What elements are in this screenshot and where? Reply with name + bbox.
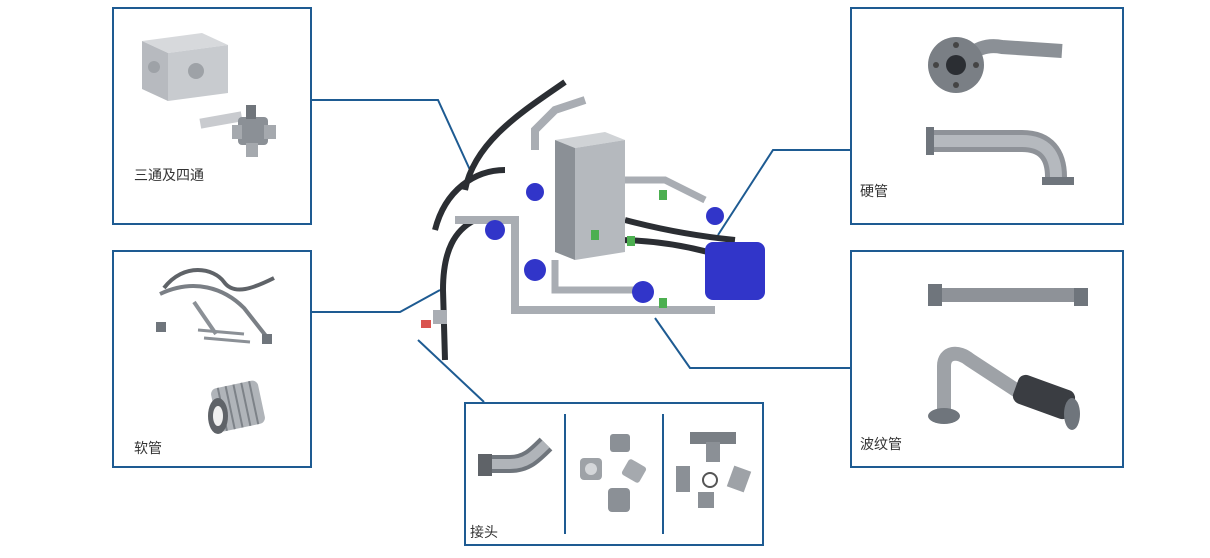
valve-block-image	[142, 33, 228, 101]
fitting-divider-1	[564, 414, 566, 534]
bellows-elbow-image	[928, 346, 1080, 430]
connector-fitting	[417, 339, 485, 403]
tube-fittings-image	[676, 432, 752, 508]
connector-bellows	[654, 317, 850, 369]
connector-tee-cross	[312, 99, 471, 171]
pipe-fittings-image	[580, 434, 647, 512]
ball-valve-image	[199, 105, 276, 157]
bellows-coupling-image	[208, 380, 265, 434]
flanged-elbow-image	[928, 37, 1063, 93]
hard-pipe-label: 硬管	[860, 184, 888, 200]
bellows-straight-image	[928, 284, 1088, 306]
connector-hard-pipe	[717, 149, 850, 236]
soft-hose-label: 软管	[134, 441, 162, 457]
tee-cross-label: 三通及四通	[134, 168, 204, 184]
bellows-label: 波纹管	[860, 437, 902, 453]
fitting-label: 接头	[470, 525, 498, 541]
panel-hard-pipe: 硬管	[850, 7, 1124, 225]
fitting-divider-2	[662, 414, 664, 534]
bent-pipe-image	[926, 127, 1074, 185]
panel-fitting: 接头	[464, 402, 764, 546]
connector-soft-hose	[312, 289, 441, 313]
panel-bellows: 波纹管	[850, 250, 1124, 468]
panel-soft-hose: 软管	[112, 250, 312, 468]
braided-hose-image	[156, 268, 275, 344]
elbow-fitting-image	[478, 437, 553, 476]
panel-tee-cross: 三通及四通	[112, 7, 312, 225]
pipe-assembly-image	[421, 79, 765, 361]
